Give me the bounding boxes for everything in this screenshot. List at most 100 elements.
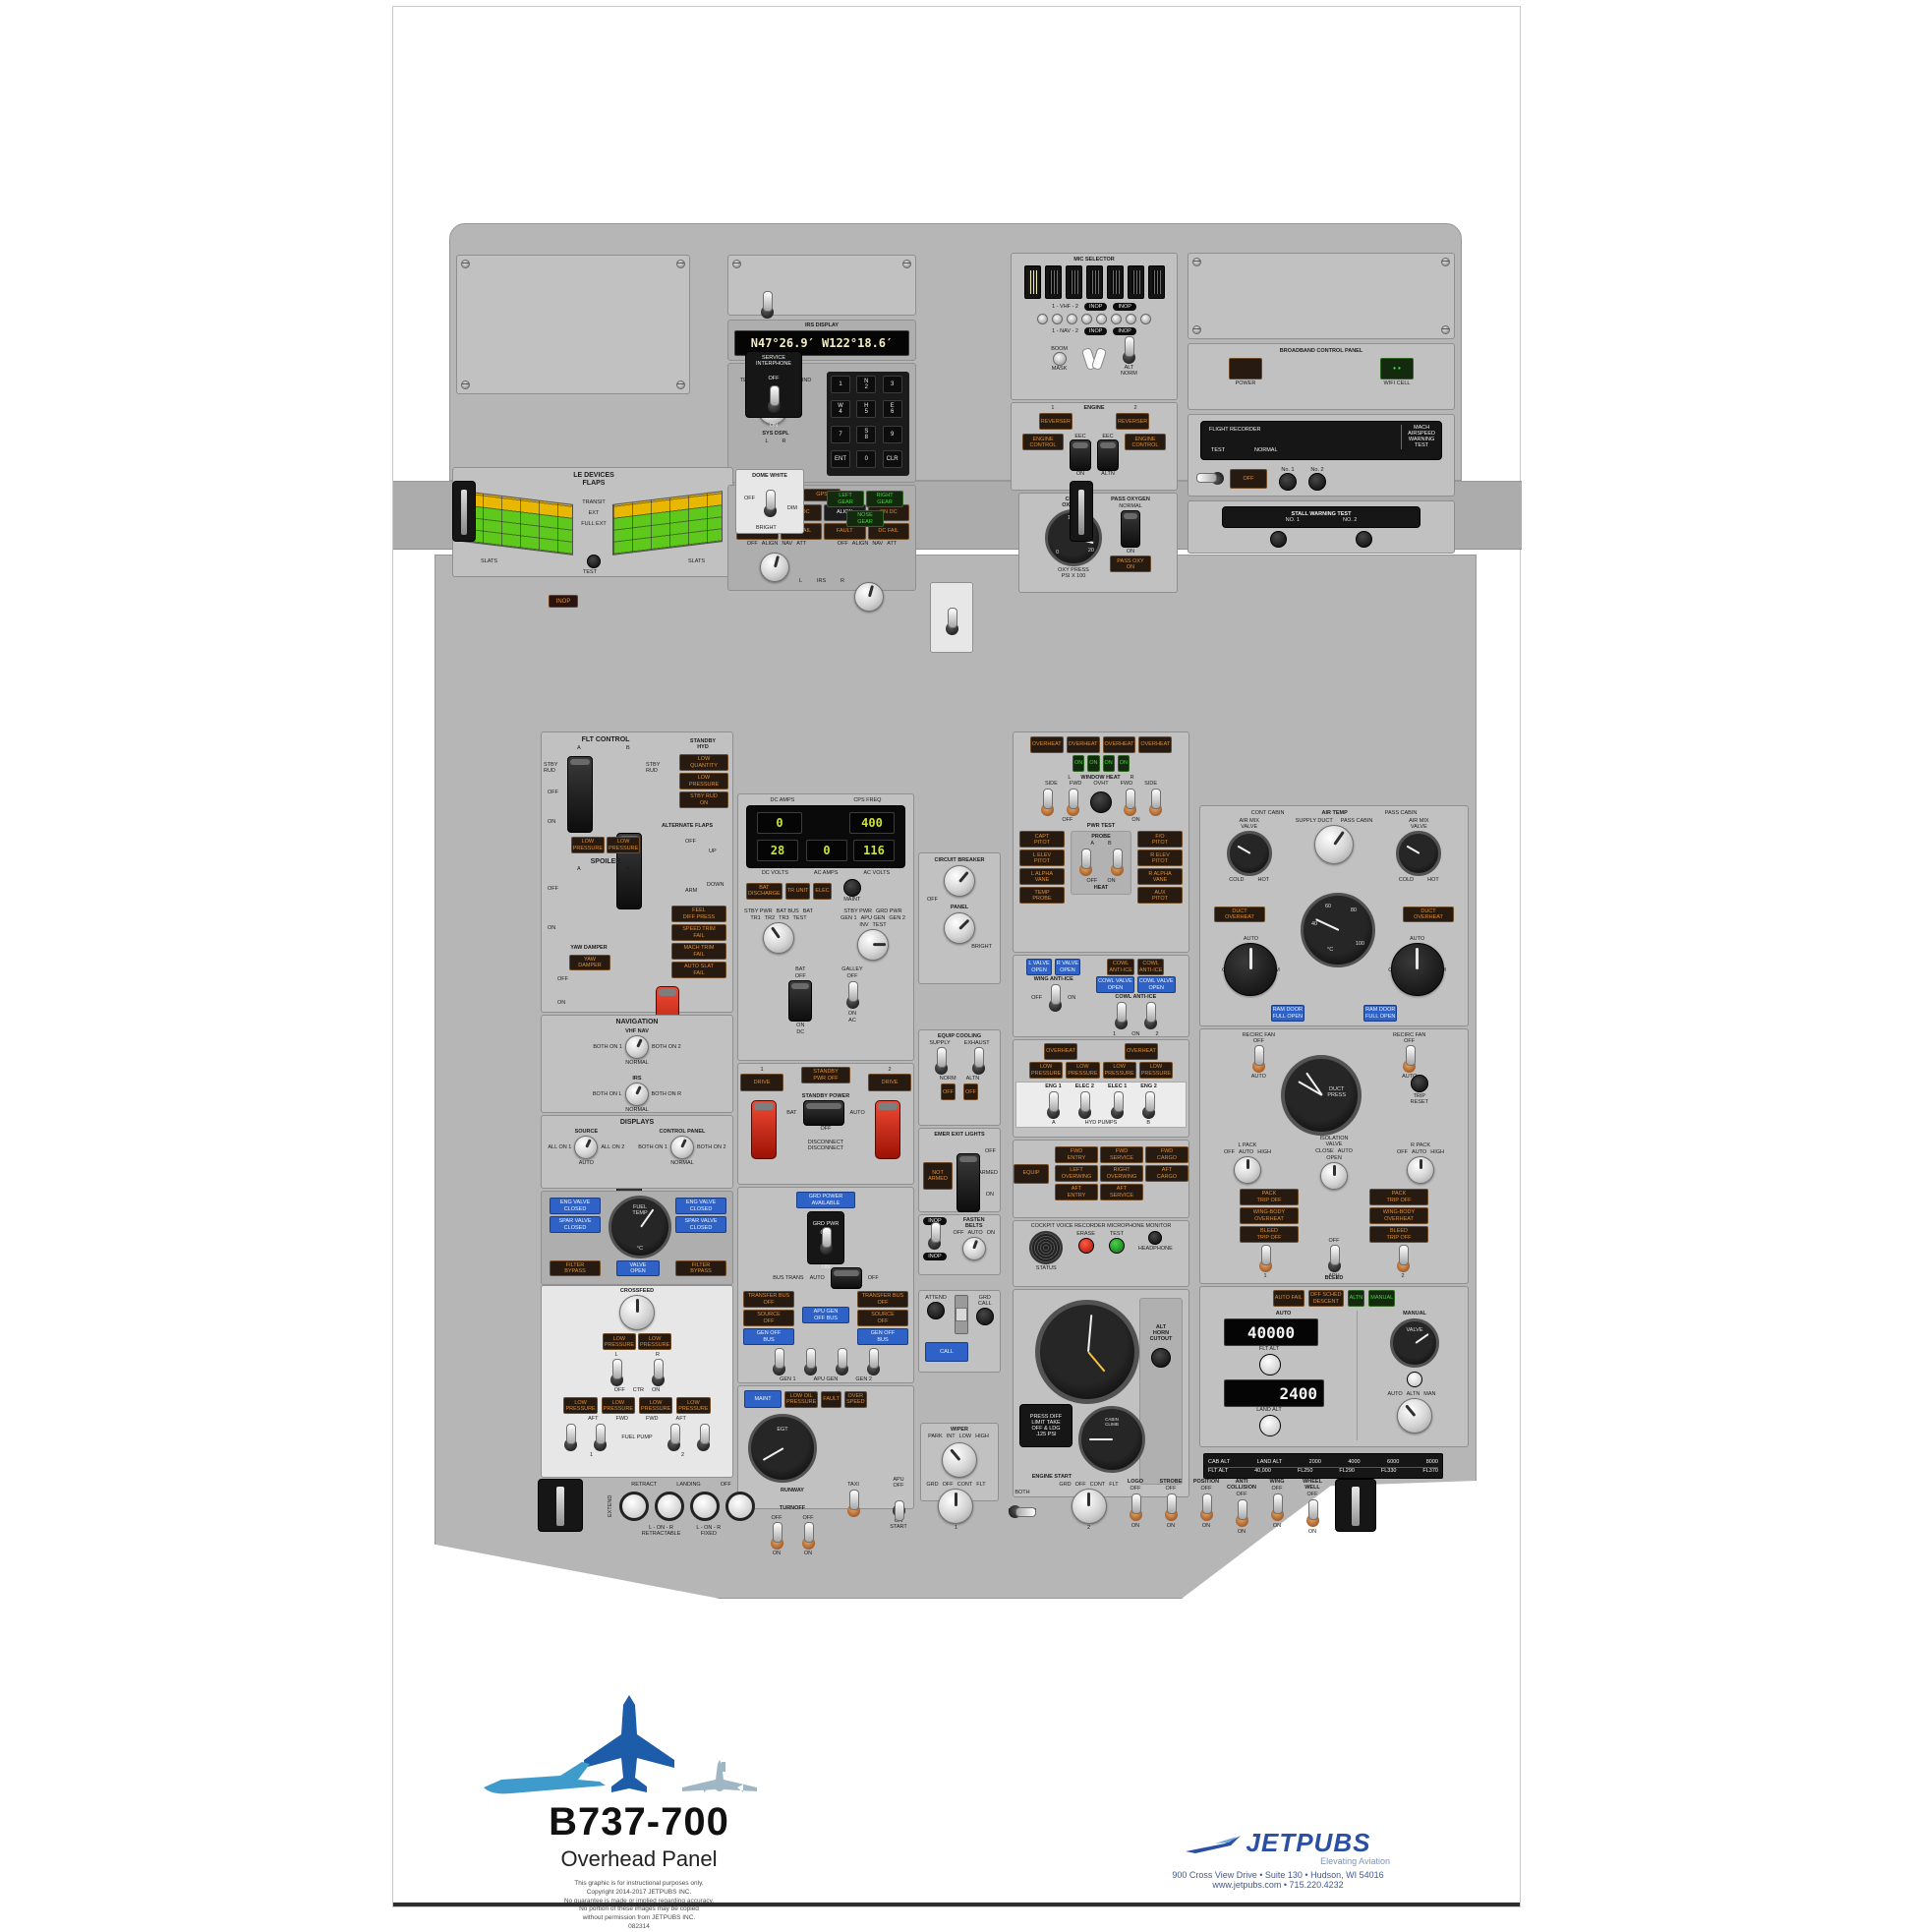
toggle-switch[interactable] xyxy=(1234,1498,1249,1528)
boom-mask-knob[interactable] xyxy=(1052,352,1067,367)
rotary-knob[interactable] xyxy=(625,1034,649,1059)
inop-button[interactable]: INOP xyxy=(1113,327,1136,336)
audio-knob[interactable] xyxy=(1140,314,1151,325)
stall-test-button-2[interactable] xyxy=(1356,531,1372,548)
audio-select-key[interactable] xyxy=(1023,265,1041,300)
l-pack-knob[interactable] xyxy=(1234,1155,1261,1184)
irs-right-knob[interactable] xyxy=(854,582,884,612)
audio-knob[interactable] xyxy=(1067,314,1077,325)
engine-start-1-knob[interactable] xyxy=(938,1489,974,1525)
pass-oxygen-guard[interactable] xyxy=(1121,510,1140,549)
recirc-fan-left-switch[interactable] xyxy=(1250,1044,1266,1074)
window-heat-rside-switch[interactable] xyxy=(1147,788,1163,817)
window-heat-lfwd-switch[interactable] xyxy=(1065,788,1080,817)
toggle-switch[interactable] xyxy=(1110,1090,1126,1120)
toggle-switch[interactable] xyxy=(1269,1493,1285,1522)
flood-light-switch[interactable] xyxy=(944,597,959,636)
drive2-disconnect-guard[interactable] xyxy=(874,1100,900,1160)
landing-light-switch-2[interactable] xyxy=(655,1492,685,1521)
attend-button[interactable] xyxy=(927,1302,945,1319)
audio-select-key[interactable] xyxy=(1085,265,1103,300)
emer-exit-guard[interactable] xyxy=(956,1153,980,1213)
inop-button[interactable]: INOP xyxy=(1083,327,1108,336)
rotary-knob[interactable] xyxy=(574,1135,599,1159)
panel-latch-right[interactable] xyxy=(1070,481,1093,542)
keypad-key[interactable]: W 4 xyxy=(831,400,850,419)
manual-valve-button[interactable] xyxy=(1407,1372,1422,1388)
temp-source-selector[interactable] xyxy=(1314,825,1354,865)
tank2-fwd-pump-switch[interactable] xyxy=(667,1423,682,1452)
audio-select-key[interactable] xyxy=(1147,265,1165,300)
pass-cabin-temp-knob[interactable] xyxy=(1390,943,1444,996)
landing-light-switch-1[interactable] xyxy=(619,1492,650,1521)
audio-select-key[interactable] xyxy=(1127,265,1144,300)
alt-norm-switch[interactable] xyxy=(1121,336,1136,365)
dome-white-switch[interactable] xyxy=(762,489,778,518)
engine-start-2-knob[interactable] xyxy=(1071,1489,1107,1525)
toggle-switch[interactable] xyxy=(1141,1090,1157,1120)
maint-button[interactable] xyxy=(842,879,861,897)
grd-pwr-switch[interactable] xyxy=(818,1227,834,1256)
keypad-key[interactable]: 9 xyxy=(882,425,902,443)
call-slider[interactable] xyxy=(954,1295,968,1334)
battery-guard-switch[interactable] xyxy=(788,980,813,1022)
keypad-key[interactable]: 1 xyxy=(831,376,850,393)
toggle-switch[interactable] xyxy=(1045,1090,1061,1120)
crossfeed-knob[interactable] xyxy=(619,1295,655,1331)
audio-knob[interactable] xyxy=(1126,314,1136,325)
keypad-key[interactable]: E 6 xyxy=(882,400,902,419)
stall-test-button-1[interactable] xyxy=(1270,531,1287,548)
tank1-aft-pump-switch[interactable] xyxy=(562,1423,578,1452)
recirc-fan-right-switch[interactable] xyxy=(1402,1044,1418,1074)
ac-meter-knob[interactable] xyxy=(857,929,889,961)
keypad-key[interactable]: H 5 xyxy=(856,400,877,419)
wishbone-switch[interactable] xyxy=(1080,346,1108,372)
eec2-guard-switch[interactable] xyxy=(1097,439,1119,472)
toggle-switch[interactable] xyxy=(1163,1493,1179,1522)
panel-knob[interactable] xyxy=(944,912,975,945)
landing-light-switch-3[interactable] xyxy=(690,1492,721,1521)
inop-button[interactable]: INOP xyxy=(1084,303,1108,312)
flt-control-a-switch[interactable] xyxy=(567,756,593,833)
toggle-switch[interactable] xyxy=(1128,1493,1143,1522)
keypad-key[interactable]: N 2 xyxy=(856,376,877,393)
keypad-key[interactable]: 7 xyxy=(831,425,850,443)
cvr-test-button[interactable] xyxy=(1108,1238,1125,1255)
gen1-switch[interactable] xyxy=(771,1347,786,1376)
panel-latch-left[interactable] xyxy=(452,481,476,542)
flt-alt-set-button[interactable] xyxy=(1259,1354,1281,1376)
mach-test-button-1[interactable] xyxy=(1279,473,1297,491)
ctr-right-pump-switch[interactable] xyxy=(650,1358,666,1387)
exhaust-switch[interactable] xyxy=(970,1046,986,1076)
cowl-anti-ice-2-switch[interactable] xyxy=(1142,1001,1158,1030)
bleed-apu-switch[interactable] xyxy=(1326,1244,1342,1273)
interphone-switch[interactable] xyxy=(766,384,782,414)
taxi-light-switch[interactable] xyxy=(845,1489,861,1518)
r-pack-knob[interactable] xyxy=(1407,1155,1434,1184)
audio-knob[interactable] xyxy=(1111,314,1122,325)
mic-toggle[interactable] xyxy=(759,290,775,320)
headphone-jack[interactable] xyxy=(1148,1231,1163,1246)
keypad-key[interactable]: ENT xyxy=(831,449,850,468)
audio-knob[interactable] xyxy=(1081,314,1092,325)
runway-turnoff-2-switch[interactable] xyxy=(800,1521,816,1551)
apu-gen2-switch[interactable] xyxy=(834,1347,849,1376)
rotary-knob[interactable] xyxy=(624,1083,649,1107)
toggle-switch[interactable] xyxy=(1198,1493,1214,1522)
audio-knob[interactable] xyxy=(1052,314,1063,325)
ovht-test-button[interactable] xyxy=(1090,791,1112,814)
audio-select-key[interactable] xyxy=(1065,265,1082,300)
keypad-key[interactable]: S 8 xyxy=(856,425,877,443)
flaps-test-button[interactable] xyxy=(587,555,601,568)
press-mode-selector[interactable] xyxy=(1397,1398,1432,1434)
keypad-key[interactable]: CLR xyxy=(882,449,902,468)
audio-knob[interactable] xyxy=(1096,314,1107,325)
bottom-latch-left[interactable] xyxy=(538,1479,583,1532)
no-smoking-switch[interactable] xyxy=(927,1222,943,1251)
bleed-2-switch[interactable] xyxy=(1395,1244,1411,1273)
cowl-anti-ice-1-switch[interactable] xyxy=(1113,1001,1129,1030)
trip-reset-button[interactable] xyxy=(1410,1075,1428,1092)
fasten-belts-knob[interactable] xyxy=(961,1237,986,1261)
grd-call-button[interactable] xyxy=(975,1308,994,1325)
standby-power-guard[interactable] xyxy=(802,1100,844,1127)
